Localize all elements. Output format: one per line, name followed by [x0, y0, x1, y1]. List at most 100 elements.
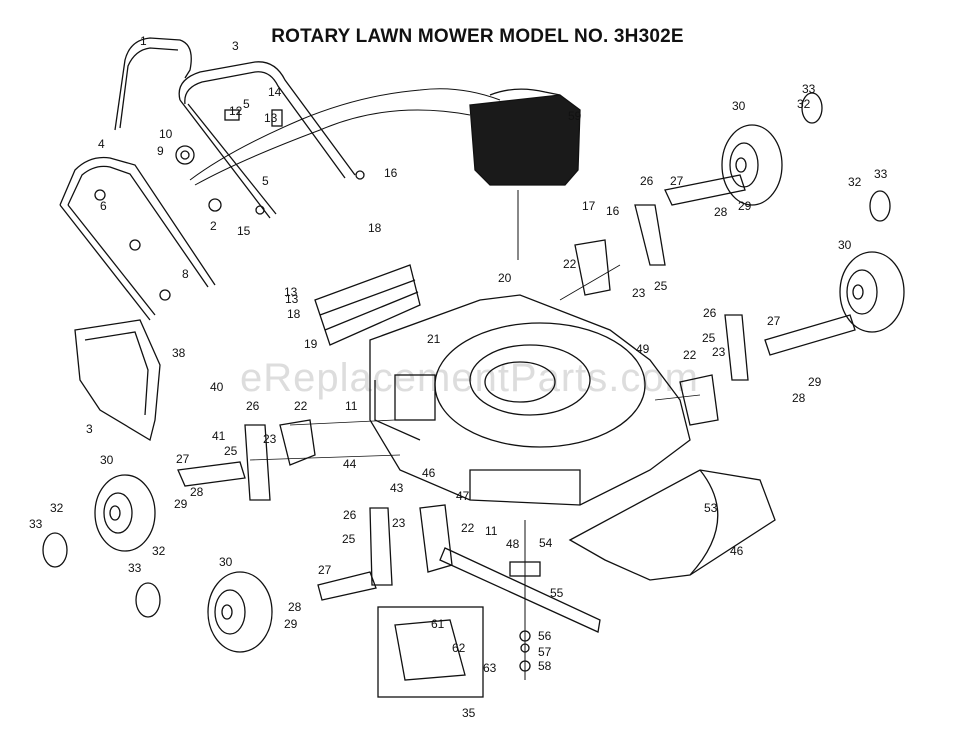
part-callout: 16 — [384, 166, 398, 180]
mower-deck — [369, 294, 691, 506]
handle-top — [178, 61, 356, 219]
rear-baffle — [314, 264, 421, 346]
part-callout: 33 — [128, 561, 142, 575]
part-callout: 17 — [582, 199, 596, 213]
part-callout: 18 — [287, 307, 301, 321]
hubcaps — [42, 92, 891, 618]
guide-lines — [249, 264, 701, 461]
discharge-chute — [568, 469, 776, 581]
part-callout: 3 — [86, 422, 93, 436]
part-callout: 28 — [714, 205, 728, 219]
blade — [439, 520, 601, 680]
part-callout: 56 — [538, 629, 552, 643]
part-callout: 63 — [483, 661, 497, 675]
part-callout: 30 — [838, 238, 852, 252]
part-callout: 26 — [703, 306, 717, 320]
part-callout: 32 — [152, 544, 166, 558]
part-callout: 38 — [172, 346, 186, 360]
part-callout: 5 — [262, 174, 269, 188]
part-callout: 1 — [140, 34, 147, 48]
part-callout: 27 — [670, 174, 684, 188]
part-callout: 32 — [50, 501, 64, 515]
wheels — [94, 124, 905, 653]
part-callout: 29 — [808, 375, 822, 389]
part-callout: 43 — [390, 481, 404, 495]
part-callout: 28 — [792, 391, 806, 405]
part-callout: 55 — [550, 586, 564, 600]
part-callout: 12 — [229, 104, 243, 118]
part-callout: 27 — [318, 563, 332, 577]
part-callout: 3 — [232, 39, 239, 53]
part-callout: 44 — [343, 457, 357, 471]
part-callout: 8 — [182, 267, 189, 281]
part-callout: 14 — [268, 85, 282, 99]
part-callout: 15 — [237, 224, 251, 238]
part-callout: 23 — [712, 345, 726, 359]
part-callout: 30 — [100, 453, 114, 467]
part-callout: 46 — [730, 544, 744, 558]
part-callout: 32 — [797, 97, 811, 111]
handle-hardware — [94, 109, 365, 301]
part-callout: 9 — [157, 144, 164, 158]
part-callout: 32 — [848, 175, 862, 189]
part-callout: 23 — [632, 286, 646, 300]
part-callout: 16 — [606, 204, 620, 218]
part-callout: 22 — [563, 257, 577, 271]
part-callout: 26 — [246, 399, 260, 413]
part-callout: 30 — [219, 555, 233, 569]
part-callout: 2 — [210, 219, 217, 233]
part-callout: 25 — [702, 331, 716, 345]
part-callout: 49 — [636, 342, 650, 356]
part-callout: 18 — [368, 221, 382, 235]
part-callout: 26 — [640, 174, 654, 188]
part-callout: 28 — [190, 485, 204, 499]
part-callout: 57 — [538, 645, 552, 659]
part-callout: 61 — [431, 617, 445, 631]
part-callout: 23 — [263, 432, 277, 446]
part-callout: 33 — [802, 82, 816, 96]
part-callout: 13 — [285, 292, 299, 306]
part-callout: 25 — [342, 532, 356, 546]
part-callout: 29 — [284, 617, 298, 631]
part-callout: 22 — [683, 348, 697, 362]
part-callout: 25 — [224, 444, 238, 458]
part-callout: 26 — [343, 508, 357, 522]
part-callout: 27 — [176, 452, 190, 466]
part-callout: 54 — [539, 536, 553, 550]
part-callout: 22 — [461, 521, 475, 535]
part-callout: 48 — [506, 537, 520, 551]
diagram-title: ROTARY LAWN MOWER MODEL NO. 3H302E — [271, 26, 684, 47]
part-callout: 62 — [452, 641, 466, 655]
part-callout: 33 — [29, 517, 43, 531]
lower-handle — [59, 156, 216, 321]
part-callout: 5 — [243, 97, 250, 111]
part-callout: 20 — [498, 271, 512, 285]
rear-shield — [74, 319, 161, 442]
part-callout: 11 — [345, 399, 358, 413]
watermark: eReplacementParts.com — [240, 356, 699, 400]
part-callout: 29 — [174, 497, 188, 511]
part-callout: 47 — [456, 489, 470, 503]
part-callout: 58 — [538, 659, 552, 673]
part-callout: 30 — [732, 99, 746, 113]
part-callout: 29 — [738, 199, 752, 213]
part-callout: 6 — [100, 199, 107, 213]
part-callout: 27 — [767, 314, 781, 328]
part-callout: 59 — [568, 109, 582, 123]
part-callout: 10 — [159, 127, 173, 141]
part-callout: 53 — [704, 501, 718, 515]
part-callout: 25 — [654, 279, 668, 293]
part-callout: 19 — [304, 337, 318, 351]
part-callout: 22 — [294, 399, 308, 413]
part-callout: 13 — [264, 111, 278, 125]
control-cable — [189, 88, 501, 186]
part-callout: 23 — [392, 516, 406, 530]
part-callout: 28 — [288, 600, 302, 614]
engine — [469, 88, 581, 260]
part-callout: 13 — [284, 285, 298, 299]
tool-kit — [377, 606, 484, 698]
part-callout: 40 — [210, 380, 224, 394]
